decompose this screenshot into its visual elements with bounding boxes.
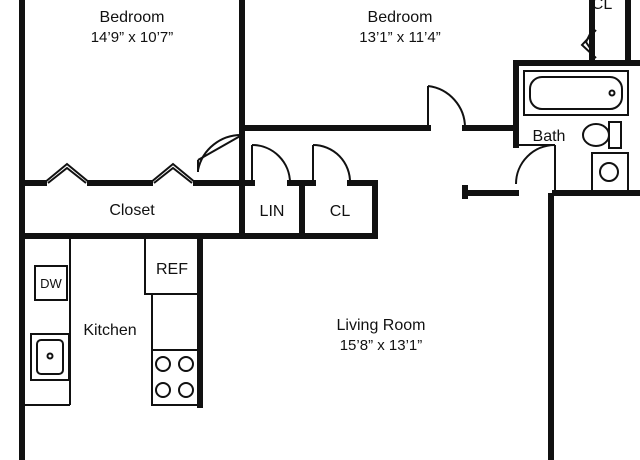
burner-4	[178, 382, 194, 398]
kitchen-fixtures	[22, 235, 201, 406]
burner-3	[155, 382, 171, 398]
sink-drain	[46, 352, 54, 360]
bath-fixtures	[523, 70, 629, 192]
bathtub-basin	[529, 76, 623, 110]
linen-closet-label: LIN	[260, 203, 285, 220]
bathtub-drain	[608, 89, 616, 97]
burner-2	[178, 356, 194, 372]
bedroom-right-dims: 13’1” x 11’4”	[359, 29, 440, 46]
dishwasher-label: DW	[40, 276, 62, 291]
labels: Bedroom 14’9” x 10’7” Bedroom 13’1” x 11…	[40, 0, 612, 354]
dishwasher	[34, 265, 68, 301]
vanity	[591, 152, 629, 192]
bifold-door-right	[149, 162, 197, 184]
toilet-tank	[608, 121, 622, 149]
coat-closet-label: CL	[330, 203, 351, 220]
burner-1	[155, 356, 171, 372]
sink-basin	[36, 339, 64, 375]
bedroom-door-swing	[427, 85, 467, 129]
refrigerator-label: REF	[156, 261, 188, 278]
kitchen-name: Kitchen	[83, 322, 136, 339]
vanity-sink	[599, 162, 619, 182]
refrigerator	[144, 235, 201, 295]
range	[151, 349, 201, 406]
bifold-door-cl-inner	[584, 25, 595, 55]
bathtub	[523, 70, 629, 116]
sink	[30, 333, 70, 381]
hall-door-swing	[197, 133, 243, 171]
bifold-door-cl	[580, 29, 597, 59]
doors	[43, 25, 597, 193]
bedroom-right-name: Bedroom	[368, 9, 433, 26]
bedroom-closet-label: CL	[592, 0, 613, 13]
bedroom-left-dims: 14’9” x 10’7”	[91, 29, 174, 46]
bifold-door-left	[43, 162, 91, 184]
closet-name: Closet	[109, 202, 155, 219]
living-room-dims: 15’8” x 13’1”	[340, 337, 423, 354]
cl-door-swing	[312, 144, 352, 184]
living-room-name: Living Room	[337, 317, 426, 334]
bath-door-swing	[515, 144, 556, 185]
bifold-door-right-inner	[153, 166, 193, 184]
hall-door-leaf	[197, 134, 243, 161]
lin-door-swing	[251, 144, 291, 184]
bath-name: Bath	[533, 128, 566, 145]
bifold-door-left-inner	[47, 166, 87, 184]
bedroom-left-name: Bedroom	[100, 9, 165, 26]
